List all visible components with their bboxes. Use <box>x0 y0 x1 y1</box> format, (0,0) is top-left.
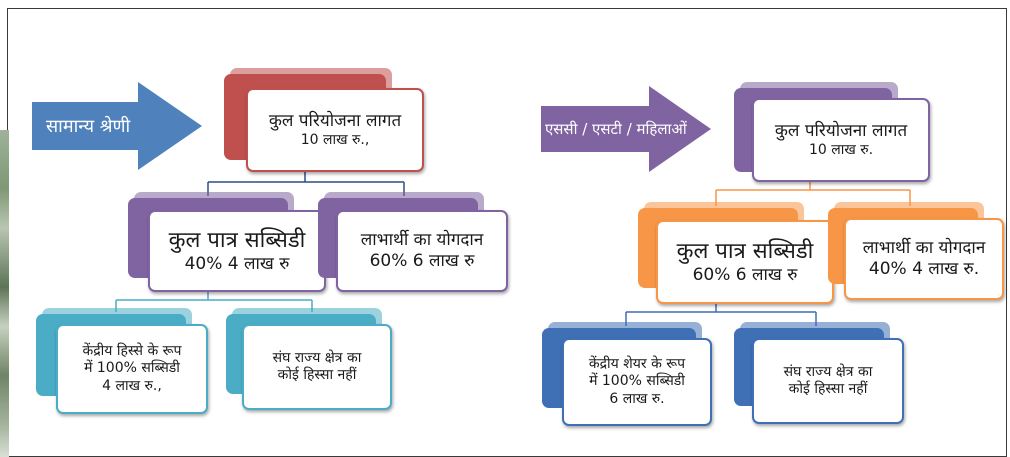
right-subsidy-title: कुल पात्र सब्सिडी <box>676 238 814 264</box>
left-subsidy-title: कुल पात्र सब्सिडी <box>168 227 306 253</box>
background-photo-strip <box>0 130 9 457</box>
arrow-shape <box>32 82 202 170</box>
left-central-line3: 4 लाख रु., <box>102 377 162 394</box>
right-total-cost-value: 10 लाख रु. <box>808 141 874 158</box>
general-category-label: सामान्य श्रेणी <box>46 116 131 137</box>
right-subsidy-value: 60% 6 लाख रु <box>692 265 798 286</box>
left-ut-line2: कोई हिस्सा नहीं <box>277 367 357 383</box>
right-central-line2: में 100% सब्सिडी <box>589 373 685 390</box>
right-contribution-title: लाभार्थी का योगदान <box>862 237 986 258</box>
right-central-line3: 6 लाख रु. <box>609 390 665 407</box>
sc-st-women-label: एससी / एसटी / महिलाओं <box>545 120 687 138</box>
left-central-line2: में 100% सब्सिडी <box>84 360 180 377</box>
sc-st-women-arrow: एससी / एसटी / महिलाओं <box>541 86 711 172</box>
right-central-line1: केंद्रीय शेयर के रूप <box>588 355 686 372</box>
left-total-cost-title: कुल परियोजना लागत <box>268 110 402 131</box>
left-total-cost-value: 10 लाख रु., <box>300 131 370 148</box>
general-category-arrow: सामान्य श्रेणी <box>32 82 202 170</box>
arrow-shape <box>541 86 711 172</box>
right-ut-line2: कोई हिस्सा नहीं <box>788 381 868 397</box>
right-ut-line1: संघ राज्य क्षेत्र का <box>783 363 873 380</box>
left-subsidy-value: 40% 4 लाख रु <box>184 254 290 275</box>
left-central-line1: केंद्रीय हिस्से के रूप <box>82 342 182 359</box>
right-contribution-value: 40% 4 लाख रु. <box>868 259 980 279</box>
right-total-cost-title: कुल परियोजना लागत <box>774 120 908 141</box>
left-contribution-value: 60% 6 लाख रु <box>369 251 475 271</box>
left-contribution-title: लाभार्थी का योगदान <box>360 229 484 250</box>
left-ut-line1: संघ राज्य क्षेत्र का <box>272 349 362 366</box>
